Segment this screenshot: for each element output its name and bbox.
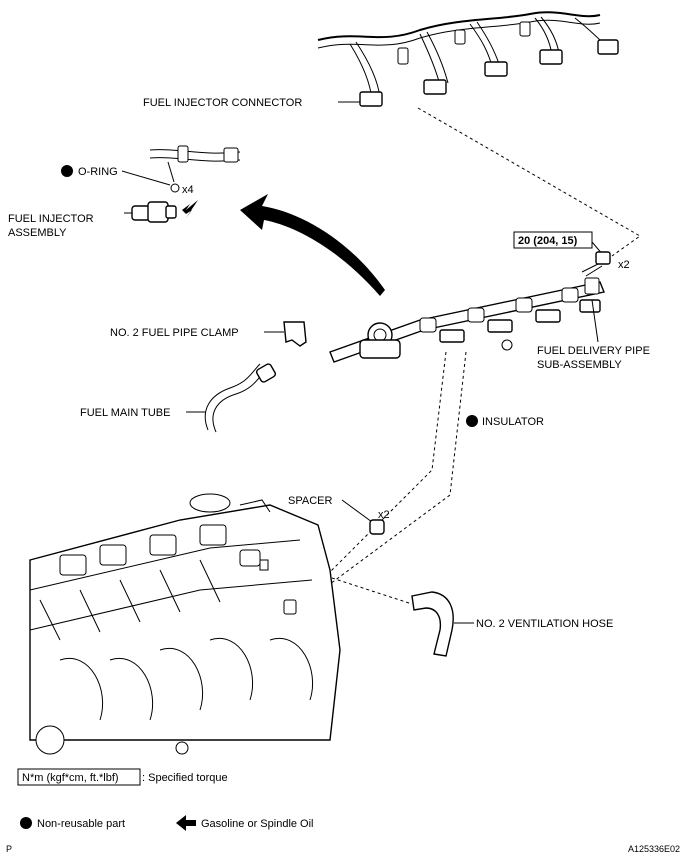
insulator-part: [501, 339, 513, 351]
dashed-line-1: [325, 351, 447, 577]
o-ring-part: [170, 183, 180, 193]
fuel-delivery-pipe-illustration: [329, 277, 605, 363]
legend-non-reusable: Non-reusable part: [37, 818, 125, 830]
bolt-qty: x2: [618, 259, 630, 271]
insulator-label: INSULATOR: [482, 416, 544, 428]
legend-torque-units: N*m (kgf*cm, ft.*lbf): [22, 772, 119, 784]
fuel-injector-assembly-label-line2: ASSEMBLY: [8, 227, 67, 239]
fuel-main-tube-illustration: [204, 363, 277, 433]
dashed-line-2: [329, 351, 467, 585]
gasoline-arrow-icon: [182, 200, 198, 218]
removal-direction-arrow: [240, 194, 385, 296]
bolt-illustration: [581, 251, 611, 277]
ventilation-hose-illustration: [411, 591, 454, 657]
fuel-delivery-pipe-label-line2: SUB-ASSEMBLY: [537, 359, 622, 371]
injector-wire-illustration: [149, 145, 241, 183]
non-reusable-icon: [61, 165, 73, 177]
wire-harness-illustration: [317, 11, 619, 107]
insulator-non-reusable-icon: [466, 415, 478, 427]
fuel-injector-assembly-label-line1: FUEL INJECTOR: [8, 213, 94, 225]
spacer-part: [369, 519, 385, 535]
filled-circle-icon: [20, 817, 32, 829]
legend-torque-box: [17, 768, 141, 786]
o-ring-leader: [121, 170, 171, 186]
connector-dashed-line: [417, 107, 641, 257]
spacer-qty: x2: [378, 509, 390, 521]
legend-gasoline: Gasoline or Spindle Oil: [201, 818, 314, 830]
no2-ventilation-hose-label: NO. 2 VENTILATION HOSE: [476, 618, 613, 630]
no2-fuel-pipe-clamp-label: NO. 2 FUEL PIPE CLAMP: [110, 327, 239, 339]
fuel-injector-assembly-illustration: [124, 201, 177, 223]
arrow-left-icon: [176, 815, 196, 831]
fuel-pipe-clamp-part: [283, 321, 307, 347]
fuel-main-tube-label: FUEL MAIN TUBE: [80, 407, 170, 419]
delivery-pipe-leader: [591, 299, 599, 343]
o-ring-qty: x4: [182, 184, 194, 196]
engine-block-illustration: [29, 493, 341, 755]
legend-torque-desc: : Specified torque: [142, 772, 228, 784]
footer-left: P: [6, 844, 12, 854]
dashed-line-3: [331, 577, 413, 605]
torque-box: [513, 231, 593, 249]
torque-value: 20 (204, 15): [518, 235, 578, 247]
o-ring-label: O-RING: [78, 166, 118, 178]
footer-right-id: A125336E02: [628, 844, 680, 854]
fuel-delivery-pipe-label-line1: FUEL DELIVERY PIPE: [537, 345, 650, 357]
spacer-label: SPACER: [288, 495, 332, 507]
spacer-leader: [341, 499, 373, 523]
fuel-injector-connector-label: FUEL INJECTOR CONNECTOR: [143, 97, 302, 109]
